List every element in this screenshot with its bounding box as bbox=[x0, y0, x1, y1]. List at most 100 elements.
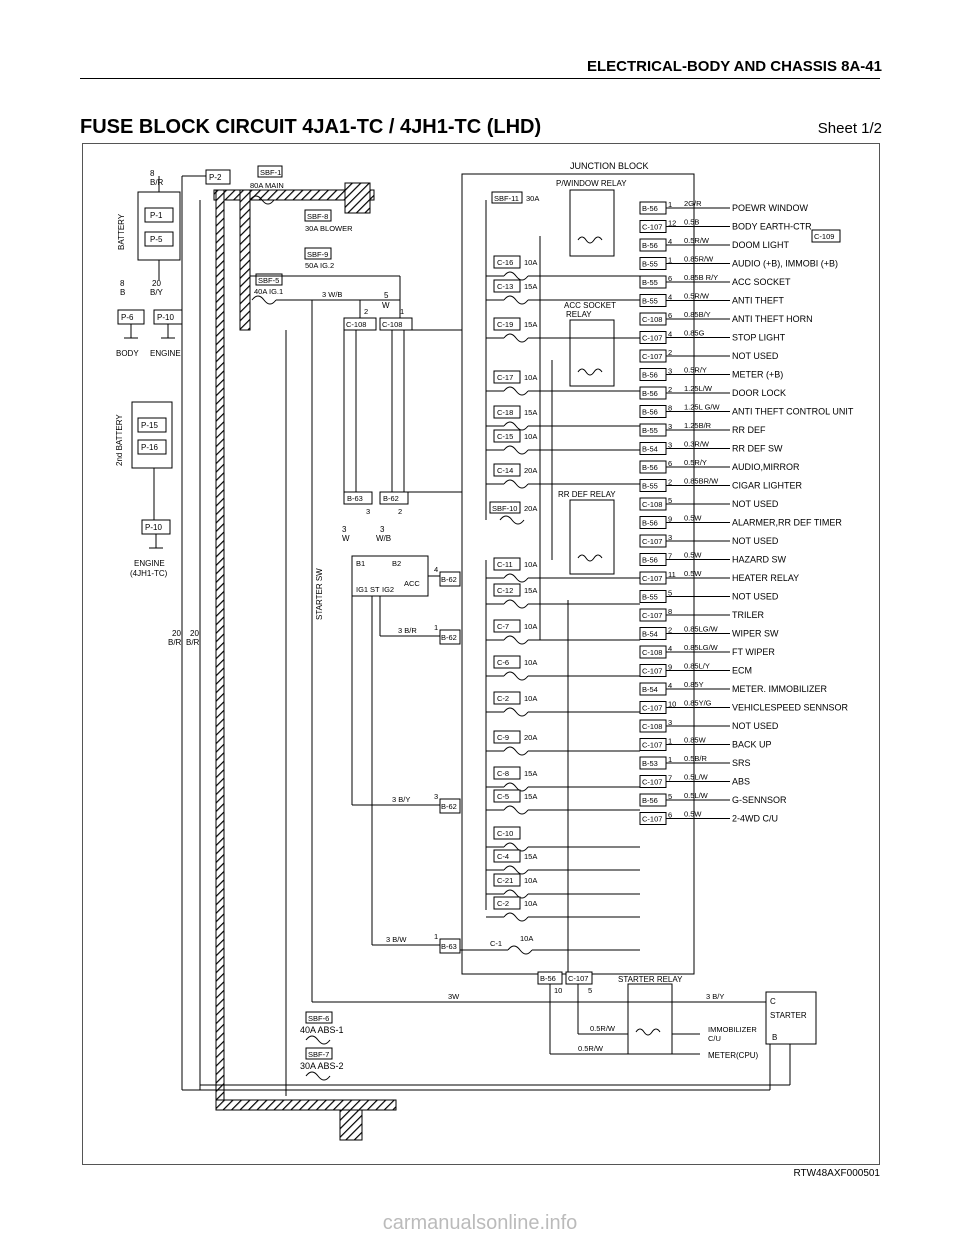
fuse-sbf9-rating: 50A IG.2 bbox=[305, 261, 334, 270]
output-function-label: BODY EARTH-CTR bbox=[732, 222, 812, 232]
connector-b62-ig2 bbox=[439, 629, 461, 645]
rrdef-relay-label: RR DEF RELAY bbox=[558, 490, 616, 499]
output-wire-color: 0.5W bbox=[684, 551, 702, 560]
output-wire-color: 0.5L/W bbox=[684, 791, 709, 800]
starter-terminal-c: C bbox=[770, 997, 776, 1006]
output-function-label: FT WIPER bbox=[732, 647, 775, 657]
output-pin: 1 bbox=[668, 256, 672, 265]
watermark: carmanualsonline.info bbox=[382, 1212, 578, 1234]
fuse-symbol bbox=[503, 782, 529, 792]
connector-b62-ig2-label: B-62 bbox=[441, 633, 457, 642]
output-wire-color: 0.5W bbox=[684, 810, 702, 819]
output-connector-label: B-55 bbox=[642, 278, 658, 287]
connector-p2 bbox=[205, 169, 231, 185]
output-function-label: NOT USED bbox=[732, 721, 779, 731]
fuse-id-label: C-9 bbox=[497, 733, 509, 742]
fuse-rating-label: 10A bbox=[524, 373, 537, 382]
output-connector-label: B-55 bbox=[642, 482, 658, 491]
connector-p15 bbox=[137, 417, 167, 433]
fuse-sbf7-rating: 30A ABS-2 bbox=[300, 1061, 344, 1071]
fuse-c1-label: C-1 bbox=[490, 939, 502, 948]
output-function-label: TRILER bbox=[732, 610, 765, 620]
connector-b63 bbox=[343, 491, 373, 505]
connector-p16-label: P-16 bbox=[141, 443, 158, 452]
fuse-tag bbox=[493, 691, 521, 705]
output-function-label: RR DEF SW bbox=[732, 444, 783, 454]
connector-b62-pin: 2 bbox=[398, 507, 402, 516]
output-pin: 4 bbox=[668, 293, 672, 302]
page-title: FUSE BLOCK CIRCUIT 4JA1-TC / 4JH1-TC (LH… bbox=[80, 116, 542, 138]
fuse-rating-label: 15A bbox=[524, 769, 537, 778]
connector-p16 bbox=[137, 439, 167, 455]
connector-p2-label: P-2 bbox=[209, 173, 222, 182]
output-wire-color: 1.25B/R bbox=[684, 421, 712, 430]
fuse-symbol bbox=[503, 842, 529, 852]
fuse-sbf5-label: SBF-5 bbox=[258, 276, 279, 285]
connector-c107-bottom-pin: 5 bbox=[588, 986, 592, 995]
fuse-symbol bbox=[503, 671, 529, 681]
output-function-label: NOT USED bbox=[732, 351, 779, 361]
wire-20br-2-color: B/R bbox=[186, 638, 200, 647]
fuse-rating-label: 10A bbox=[524, 876, 537, 885]
fuse-symbol bbox=[503, 479, 529, 489]
ground-engine2-label: ENGINE bbox=[134, 559, 165, 568]
fuse-tag bbox=[493, 279, 521, 293]
connector-b62-label: B-62 bbox=[383, 494, 399, 503]
connector-b62-acc-label: B-62 bbox=[441, 575, 457, 584]
connector-c107-bottom-label: C-107 bbox=[568, 974, 588, 983]
wire-20br-1-size: 20 bbox=[172, 629, 181, 638]
battery-label: BATTERY bbox=[117, 213, 126, 250]
fuse-symbol bbox=[503, 421, 529, 431]
fuse-sbf1-label: SBF-1 bbox=[260, 168, 281, 177]
fuse-tag bbox=[493, 619, 521, 633]
fuse-tag bbox=[493, 463, 521, 477]
fuse-symbol bbox=[503, 707, 529, 717]
output-connector-label: C-107 bbox=[642, 741, 662, 750]
output-function-label: HEATER RELAY bbox=[732, 573, 799, 583]
wire-5w-size: 5 bbox=[384, 291, 389, 300]
fuse-sbf8-label: SBF-8 bbox=[307, 212, 328, 221]
wire-8br-size: 8 bbox=[150, 169, 155, 178]
fuse-sbf6-symbol bbox=[305, 1035, 331, 1045]
output-pin: 2 bbox=[668, 626, 672, 635]
output-connector-label: C-107 bbox=[642, 704, 662, 713]
output-pin: 9 bbox=[668, 515, 672, 524]
output-connector-label: B-56 bbox=[642, 408, 658, 417]
output-function-label: 2-4WD C/U bbox=[732, 814, 778, 824]
fuse-tag bbox=[493, 405, 521, 419]
output-function-label: WIPER SW bbox=[732, 629, 779, 639]
fuse-sbf6-tag bbox=[305, 1011, 333, 1024]
second-battery-box bbox=[131, 401, 173, 469]
output-connector-label: B-54 bbox=[642, 685, 658, 694]
connector-p5-label: P-5 bbox=[150, 235, 163, 244]
connector-p1 bbox=[144, 207, 174, 223]
fuse-tag bbox=[493, 766, 521, 780]
output-function-label: ALARMER,RR DEF TIMER bbox=[732, 518, 842, 528]
fuse-rating-label: 10A bbox=[524, 560, 537, 569]
fuse-tag bbox=[493, 849, 521, 863]
fuse-id-label: C-5 bbox=[497, 792, 509, 801]
output-function-label: G-SENNSOR bbox=[732, 795, 787, 805]
output-pin: 5 bbox=[668, 496, 672, 505]
connector-b62-st bbox=[439, 798, 461, 814]
output-function-label: RR DEF bbox=[732, 425, 766, 435]
fuse-id-label: C-21 bbox=[497, 876, 513, 885]
fuse-symbol bbox=[503, 445, 529, 455]
fuse-id-label: C-16 bbox=[497, 258, 513, 267]
starter-relay-label: STARTER RELAY bbox=[618, 975, 683, 984]
fuse-rating-label: 10A bbox=[524, 258, 537, 267]
output-connector-label: B-56 bbox=[642, 519, 658, 528]
connector-b62-acc-pin: 4 bbox=[434, 565, 438, 574]
output-function-label: METER (+B) bbox=[732, 370, 783, 380]
fuse-id-label: C-17 bbox=[497, 373, 513, 382]
fuse-rating-label: 10A bbox=[524, 694, 537, 703]
pwindow-relay-box bbox=[569, 189, 615, 257]
connector-c109-label: C-109 bbox=[814, 232, 834, 241]
fuse-symbol bbox=[503, 333, 529, 343]
fuse-sbf11-rating: 30A bbox=[526, 194, 539, 203]
fuse-rating-label: 10A bbox=[524, 899, 537, 908]
starter-relay-coil bbox=[635, 1028, 661, 1036]
output-function-label: ANTI THEFT bbox=[732, 296, 784, 306]
output-pin: 3 bbox=[668, 422, 672, 431]
wire-20br-2-size: 20 bbox=[190, 629, 199, 638]
